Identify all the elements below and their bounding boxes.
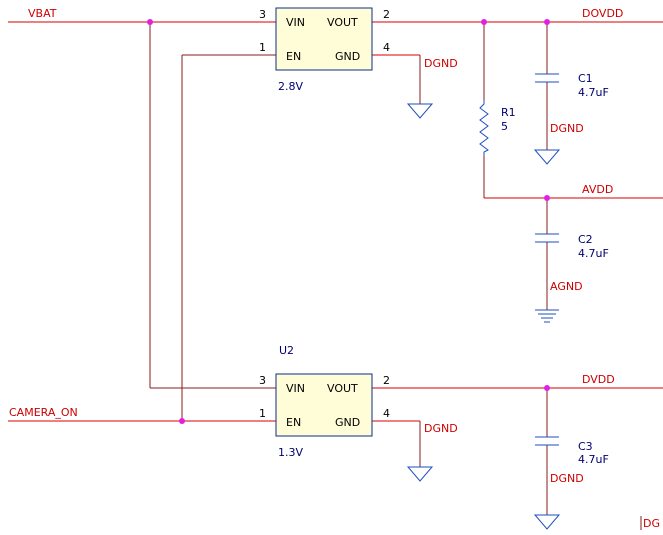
agnd-ground-icon — [535, 309, 559, 323]
r1-value: 5 — [501, 120, 508, 133]
c2-value: 4.7uF — [578, 247, 609, 260]
c2-designator: C2 — [578, 233, 593, 246]
c3-value: 4.7uF — [578, 453, 609, 466]
net-label-dgnd-u2: DGND — [424, 422, 458, 435]
u2-body[interactable] — [275, 373, 373, 437]
u2-gnd-pin-label: GND — [335, 416, 360, 429]
junction-dot — [544, 19, 550, 25]
r1-body[interactable] — [479, 100, 489, 156]
net-label-dvdd: DVDD — [582, 373, 615, 386]
r1-resistor[interactable]: R1 5 — [479, 100, 516, 156]
junction-dot — [544, 385, 550, 391]
u1-en-pin-number: 1 — [259, 41, 266, 54]
c3-capacitor[interactable]: C3 4.7uF — [535, 436, 609, 466]
u1-vout-pin-number: 2 — [383, 8, 390, 21]
junctions — [147, 19, 550, 424]
u1-vout-pin-label: VOUT — [327, 16, 358, 29]
u1-gnd-pin-label: GND — [335, 50, 360, 63]
c1-designator: C1 — [578, 72, 593, 85]
u2-vout-pin-label: VOUT — [327, 382, 358, 395]
u2-vin-pin-number: 3 — [259, 374, 266, 387]
net-label-dovdd: DOVDD — [582, 7, 623, 20]
junction-dot — [179, 418, 185, 424]
u1-value: 2.8V — [278, 80, 303, 93]
c1-value: 4.7uF — [578, 86, 609, 99]
u2-en-pin-number: 1 — [259, 407, 266, 420]
net-label-dgnd-u1: DGND — [424, 57, 458, 70]
u2-gnd-pin-number: 4 — [383, 407, 390, 420]
junction-dot — [481, 19, 487, 25]
net-label-avdd: AVDD — [582, 183, 613, 196]
net-label-dgnd-c1: DGND — [550, 122, 584, 135]
dgnd-ground-icon-c1 — [533, 149, 561, 165]
u1-gnd-pin-number: 4 — [383, 41, 390, 54]
r1-designator: R1 — [501, 106, 516, 119]
u1-body[interactable] — [275, 7, 373, 71]
c2-capacitor[interactable]: C2 4.7uF — [535, 233, 609, 260]
u1-en-pin-label: EN — [286, 50, 301, 63]
net-label-dg: DG — [643, 517, 660, 530]
net-labels: VBAT DOVDD AVDD DVDD CAMERA_ON DGND DGND… — [9, 7, 660, 530]
net-label-agnd: AGND — [550, 280, 583, 293]
dgnd-ground-icon-u2 — [406, 466, 434, 482]
junction-dot — [147, 19, 153, 25]
u2-vin-pin-label: VIN — [286, 382, 305, 395]
junction-dot — [544, 195, 550, 201]
u2-regulator[interactable]: U2 VIN EN VOUT GND 3 1 2 4 1.3V — [259, 344, 390, 459]
net-label-dgnd-c3: DGND — [550, 472, 584, 485]
u2-designator: U2 — [279, 344, 294, 357]
u1-regulator[interactable]: VIN EN VOUT GND 3 1 2 4 2.8V — [259, 7, 390, 93]
dgnd-ground-icon-c3 — [533, 514, 561, 530]
u1-vin-pin-number: 3 — [259, 8, 266, 21]
wires — [8, 21, 663, 515]
net-label-vbat: VBAT — [28, 7, 57, 20]
c1-capacitor[interactable]: C1 4.7uF — [535, 72, 609, 99]
u1-vin-pin-label: VIN — [286, 16, 305, 29]
dgnd-ground-icon-u1 — [406, 103, 434, 119]
u2-value: 1.3V — [278, 446, 303, 459]
net-label-camera-on: CAMERA_ON — [9, 406, 78, 419]
c3-designator: C3 — [578, 440, 593, 453]
u2-vout-pin-number: 2 — [383, 374, 390, 387]
u2-en-pin-label: EN — [286, 416, 301, 429]
ground-symbols — [406, 103, 561, 530]
